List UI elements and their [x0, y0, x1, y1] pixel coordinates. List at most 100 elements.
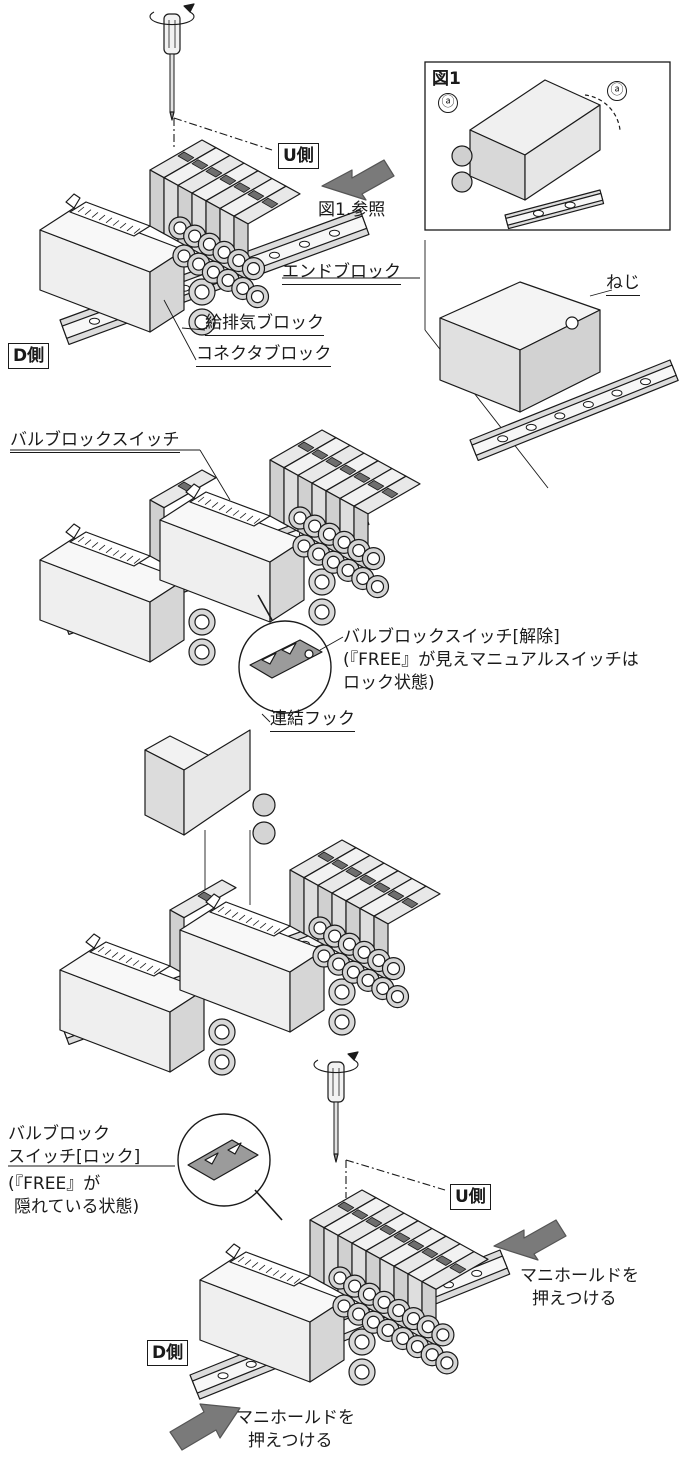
rail-slot	[298, 240, 310, 248]
figure1-valve-detail	[451, 79, 621, 201]
connector-pin	[218, 504, 226, 511]
press-manifold-label-2a: マニホールドを	[236, 1408, 355, 1428]
port-fitting-bore	[326, 555, 340, 569]
exhaust-fitting-bore	[334, 1014, 350, 1030]
manual-switch	[365, 1217, 383, 1228]
connector-latch	[185, 483, 201, 499]
manual-switch	[261, 197, 279, 209]
port-fitting-bore	[293, 511, 307, 525]
screwdriver-handle	[163, 13, 181, 55]
figure1-reference-label: 図1.参照	[318, 200, 386, 220]
manual-switch	[177, 151, 195, 163]
connector-pin	[251, 1262, 259, 1268]
port-fitting-bore	[246, 262, 261, 276]
valve-section-2	[159, 429, 421, 626]
press-manifold-label-2b: 押えつける	[248, 1431, 333, 1451]
push-arrow-u-side-2	[493, 1219, 567, 1261]
rail-slot	[611, 389, 623, 397]
rotation-arrow-head	[183, 3, 195, 13]
switch-triangle-icon	[261, 652, 277, 665]
switch-release-body	[249, 639, 323, 679]
port-fitting-bore	[342, 937, 356, 951]
connector-pin	[84, 209, 92, 216]
connector-block-side	[149, 579, 185, 663]
supply-fitting-bore	[334, 984, 350, 1000]
port-fitting-bore	[425, 1348, 439, 1362]
port-fitting-bore	[352, 1307, 366, 1321]
port-fitting-bore	[337, 1299, 351, 1313]
manual-switch	[367, 480, 385, 491]
connector-pin	[91, 212, 99, 218]
marker-a-left: ⓐ	[438, 93, 458, 113]
supply-fitting-bore	[314, 574, 330, 590]
connector-pin	[231, 912, 239, 918]
port-fitting-bore	[312, 547, 326, 561]
connector-pin	[265, 1267, 273, 1274]
rotation-arrow-icon	[313, 1059, 359, 1074]
connector-pin	[153, 968, 161, 974]
manual-switch	[449, 1263, 467, 1274]
connector-latch	[225, 1243, 241, 1259]
leader-supply-exhaust	[181, 327, 206, 331]
exhaust-fitting-bore	[194, 314, 210, 330]
d-side-label-2: D側	[147, 1340, 189, 1366]
manual-switch	[421, 1247, 439, 1259]
zoom-callout	[257, 594, 273, 621]
connector-pin	[118, 954, 126, 961]
manual-switch	[387, 890, 405, 901]
port-fitting-bore	[366, 1315, 380, 1329]
rotation-arrow-head	[347, 1051, 359, 1061]
port-fitting-bore	[346, 965, 360, 979]
connector-pin	[259, 922, 267, 929]
switch-lock-line2: スイッチ[ロック]	[8, 1147, 141, 1167]
port-fitting-bore	[333, 1271, 347, 1285]
rail-slot	[497, 435, 509, 443]
port-fitting-bore	[348, 1279, 362, 1293]
detail-rail	[469, 359, 679, 462]
connector-pin	[84, 539, 92, 546]
manual-switch	[331, 859, 349, 870]
connector-pin	[225, 507, 233, 514]
port-fitting-bore	[221, 273, 235, 287]
valve-block-switch-label: バルブロックスイッチ	[10, 430, 180, 453]
connector-pin	[91, 542, 99, 548]
connector-pin	[286, 1275, 294, 1282]
port-fitting-bore	[366, 551, 381, 566]
screwdriver-tip	[169, 111, 175, 121]
detail-rail-groove	[471, 364, 677, 456]
screwdriver-shaft	[169, 53, 175, 113]
connector-pin	[273, 928, 281, 934]
connector-section-3	[59, 879, 237, 1076]
port-fitting-bore	[372, 953, 386, 968]
fig1-fitting	[451, 171, 473, 193]
connector-pin	[97, 946, 105, 953]
switch-lock-line4: 隠れている状態)	[14, 1197, 140, 1217]
connector-pin	[77, 206, 85, 213]
connector-pin	[119, 552, 127, 559]
connector-pin	[258, 1264, 266, 1271]
manual-switch	[351, 1209, 369, 1220]
manual-switch	[233, 182, 251, 193]
screw-label: ねじ	[606, 273, 640, 296]
connector-pin	[112, 220, 120, 226]
port-fitting-bore	[202, 237, 216, 251]
port-fitting-bore	[440, 1356, 454, 1370]
rail-slot	[564, 201, 576, 209]
push-arrow-icon	[493, 1219, 567, 1261]
connector-pin	[111, 952, 119, 958]
port-fitting-bore	[381, 1323, 395, 1337]
manual-switch	[401, 897, 419, 909]
connector-pin	[211, 502, 219, 508]
valve-front	[149, 169, 165, 235]
fig1-body-side	[524, 104, 601, 201]
connector-latch	[85, 933, 101, 949]
connector-pin	[246, 515, 254, 522]
port-fitting-bore	[206, 265, 220, 279]
connector-pin	[244, 1259, 252, 1266]
connector-section-2	[39, 469, 217, 666]
switch-knob	[304, 649, 314, 659]
figure1-title: 図1	[432, 69, 461, 89]
u-side-label-2: U側	[450, 1184, 491, 1210]
